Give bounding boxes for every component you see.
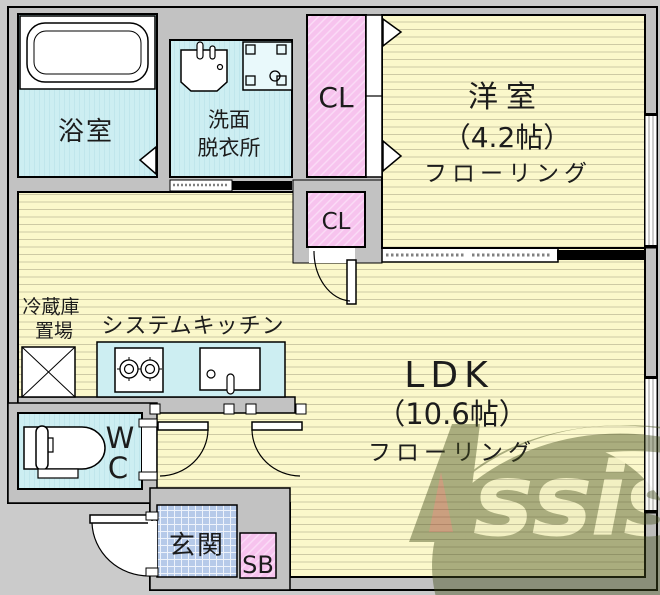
watermark-red-triangle (429, 472, 453, 532)
washer-pan-drain (269, 70, 281, 82)
closet-mid-door-arc (313, 250, 351, 302)
washbasin-faucet (196, 41, 204, 60)
closet-mid-floor (306, 191, 366, 248)
western-room-floor-type: フローリング (424, 161, 592, 187)
toilet-base (37, 468, 79, 479)
closet-mid-door-leaf (346, 259, 357, 305)
bathtub-inner (33, 30, 142, 75)
window-upper-cap-top (645, 113, 657, 116)
bathroom-door-triangle (138, 145, 157, 176)
closet-mid-label: CL (322, 209, 351, 235)
toilet-handle (48, 437, 54, 453)
assist-watermark (409, 424, 660, 595)
washroom-label-line2: 脱衣所 (198, 136, 261, 160)
wc-door-jamb-bottom (138, 471, 158, 481)
closet-mid-door-opening (309, 248, 355, 263)
entrance-door-jamb-bottom (145, 567, 159, 577)
washer-pan-corner-bl (245, 75, 256, 86)
entrance-door-jamb-top (145, 511, 159, 521)
western-room-size: （4.2帖） (443, 121, 572, 154)
shoebox-cabinet (239, 532, 277, 579)
wc-label-line1: W (106, 421, 135, 455)
stove-burner-2-inner (144, 363, 156, 375)
washroom-slider-wall (232, 181, 292, 190)
wc-door-jamb-top (138, 418, 158, 428)
hall-door1-leaf (157, 421, 209, 431)
kitchen-label: システムキッチン (101, 314, 284, 339)
wc-label-line2: C (108, 451, 128, 485)
closet-top-label: CL (318, 81, 354, 114)
entrance-floor (156, 504, 238, 578)
ldk-name: LDK (404, 355, 493, 396)
ldk-floor-type: フローリング (368, 440, 536, 466)
shoebox-label: SB (242, 551, 274, 579)
washbasin (180, 49, 228, 92)
hall-jamb-2 (223, 403, 235, 415)
toilet-tank (35, 425, 49, 471)
western-room-name: 洋室 (468, 80, 544, 115)
ldk-size: （10.6帖） (376, 397, 528, 431)
hall-door1-arc (159, 429, 209, 477)
fridge-space-x2 (21, 346, 76, 398)
washbasin-drain (216, 63, 224, 71)
sink-faucet (226, 373, 235, 395)
watermark-swoosh (426, 425, 660, 546)
washroom-label-line1: 洗面 (208, 108, 250, 132)
window-upper (644, 113, 658, 249)
sink-drain (206, 369, 216, 379)
hall-jamb-1 (149, 403, 161, 415)
entrance-door-swing-area (91, 519, 152, 577)
wc-door-opening (142, 426, 156, 474)
hall-jamb-3 (245, 403, 257, 415)
washer-pan-corner-tl (245, 44, 256, 55)
stove-burner-1-outer (119, 359, 139, 379)
fridge-label-line1: 冷蔵庫 (22, 296, 79, 318)
entrance-door-leaf (89, 514, 153, 524)
partition-wall-black (557, 250, 645, 260)
washer-pan-corner-tr (276, 44, 287, 55)
closet-door-triangle-top (382, 17, 403, 48)
window-upper-cap-bottom (645, 245, 657, 248)
washbasin-dispenser (209, 45, 216, 60)
window-lower-cap-top (645, 376, 657, 379)
closet-top-floor (306, 14, 367, 178)
hall-door2-leaf (251, 421, 303, 431)
watermark-circle (432, 442, 660, 595)
stove-burner-2-outer (140, 359, 160, 379)
fridge-label-line2: 置場 (35, 320, 73, 342)
entrance-label: 玄関 (169, 531, 225, 561)
closet-door-triangle-bottom (382, 139, 403, 173)
stove-burner-1-inner (123, 363, 135, 375)
entrance-door-opening (148, 521, 157, 574)
hall-door2-arc (251, 429, 301, 477)
watermark-letter-a (409, 424, 480, 542)
hall-jamb-4 (295, 403, 307, 415)
entrance-door-arc (91, 522, 151, 577)
window-lower-cap-bottom (645, 510, 657, 513)
bathroom-label: 浴室 (58, 117, 114, 147)
washer-pan (242, 41, 293, 91)
